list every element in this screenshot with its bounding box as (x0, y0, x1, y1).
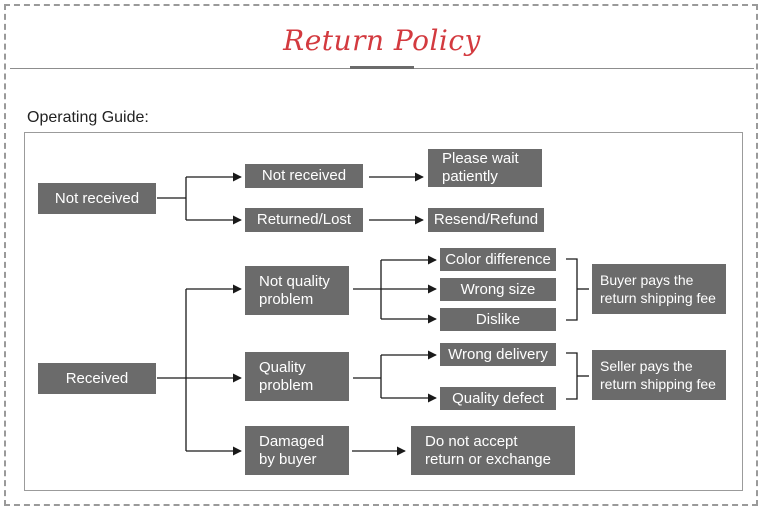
page-title: Return Policy (283, 24, 481, 57)
operating-guide-label: Operating Guide: (27, 109, 149, 126)
title-divider-accent (350, 66, 414, 69)
node-wrong-delivery: Wrong delivery (440, 343, 556, 366)
node-not-received: Not received (38, 183, 156, 214)
node-resend-refund: Resend/Refund (428, 208, 544, 232)
node-seller-pays: Seller pays the return shipping fee (592, 350, 726, 400)
node-color-difference: Color difference (440, 248, 556, 271)
bracket-buyer-pays (566, 258, 578, 321)
node-dislike: Dislike (440, 308, 556, 331)
node-not-received-branch: Not received (245, 164, 363, 188)
node-damaged-by-buyer: Damaged by buyer (245, 426, 349, 475)
node-wrong-size: Wrong size (440, 278, 556, 301)
bracket-seller-pays (566, 352, 578, 400)
node-not-quality-problem: Not quality problem (245, 266, 349, 315)
node-please-wait: Please wait patiently (428, 149, 542, 187)
node-quality-defect: Quality defect (440, 387, 556, 410)
node-do-not-accept: Do not accept return or exchange (411, 426, 575, 475)
node-quality-problem: Quality problem (245, 352, 349, 401)
node-received: Received (38, 363, 156, 394)
node-buyer-pays: Buyer pays the return shipping fee (592, 264, 726, 314)
node-returned-lost: Returned/Lost (245, 208, 363, 232)
page-frame (4, 4, 758, 506)
